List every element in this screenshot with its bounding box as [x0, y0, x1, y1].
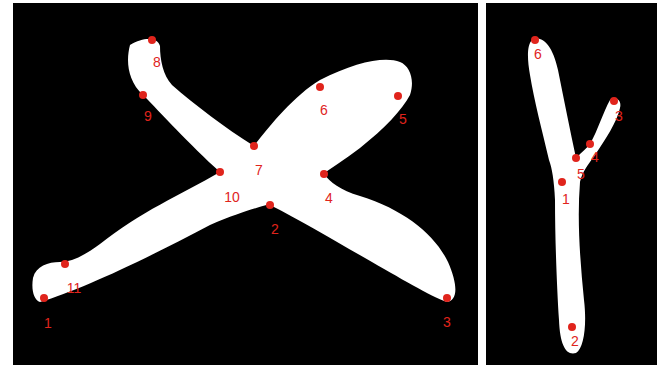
callout-number: 3	[443, 314, 451, 330]
right-panel	[486, 3, 657, 365]
feature-dots	[40, 36, 618, 331]
callout-number: 1	[562, 191, 570, 207]
callout-number: 5	[399, 111, 407, 127]
callout-number: 2	[271, 221, 279, 237]
x-shape-arm	[128, 39, 455, 302]
callout-number: 9	[144, 108, 152, 124]
callout-number: 7	[255, 162, 263, 178]
callout-number: 10	[224, 189, 240, 205]
left-panel	[13, 3, 478, 365]
callout-number: 3	[615, 108, 623, 124]
callout-number: 6	[320, 102, 328, 118]
callout-number: 8	[153, 54, 161, 70]
callout-number: 6	[534, 46, 542, 62]
callout-number: 2	[571, 333, 579, 349]
x-shape-arm	[32, 60, 412, 302]
callout-number: 4	[591, 149, 599, 165]
callout-number: 1	[44, 315, 52, 331]
callout-number: 11	[67, 280, 82, 296]
callout-number: 4	[325, 190, 333, 206]
branch-shape	[528, 39, 620, 354]
callout-number: 5	[577, 166, 585, 182]
